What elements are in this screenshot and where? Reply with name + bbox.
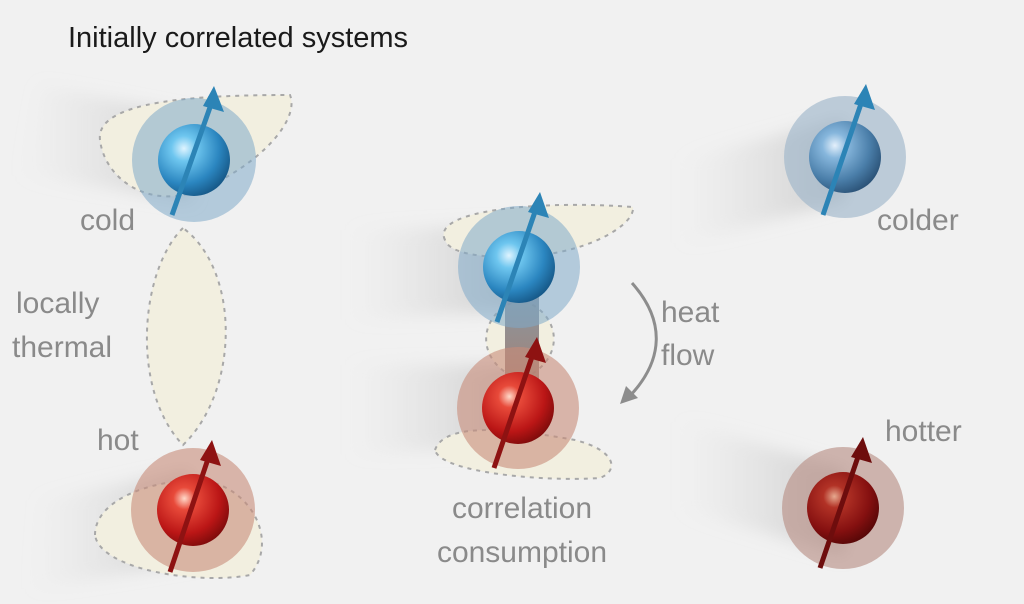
hotter-arrowhead	[851, 437, 872, 463]
heat-flow-arrow	[626, 282, 658, 400]
left-correlated-pair	[93, 86, 293, 580]
center-hot-arrowhead	[525, 337, 546, 363]
colder-arrowhead	[854, 84, 875, 110]
right-decorrelated-pair	[782, 84, 906, 569]
label-locally: locally	[16, 287, 100, 320]
hot-arrowhead	[200, 440, 221, 466]
label-cold: cold	[80, 204, 136, 237]
label-flow: flow	[661, 339, 715, 372]
center-heat-flow	[433, 192, 658, 480]
colder-spin-arrow	[820, 94, 867, 216]
center-hot-sphere	[482, 372, 554, 444]
center-cold-arrow	[494, 202, 541, 323]
correlation-lobe-thermal	[145, 226, 227, 447]
label-correlation: correlation	[451, 492, 593, 525]
cold-spin-arrow	[169, 95, 217, 216]
center-cold-sphere	[483, 231, 555, 303]
hot-spin-arrow	[167, 449, 214, 573]
heat-flow-arrowhead	[620, 386, 638, 404]
center-cold-arrowhead	[528, 192, 549, 218]
cold-arrowhead	[203, 86, 224, 112]
center-hot-arrow	[491, 347, 538, 469]
label-hot: hot	[97, 424, 139, 457]
label-colder: colder	[877, 204, 959, 237]
label-heat: heat	[661, 296, 720, 329]
diagram-title: Initially correlated systems	[68, 22, 409, 54]
label-consumption: consumption	[436, 536, 608, 569]
label-thermal: thermal	[12, 331, 113, 364]
label-hotter: hotter	[885, 415, 962, 448]
hotter-spin-arrow	[817, 447, 864, 569]
